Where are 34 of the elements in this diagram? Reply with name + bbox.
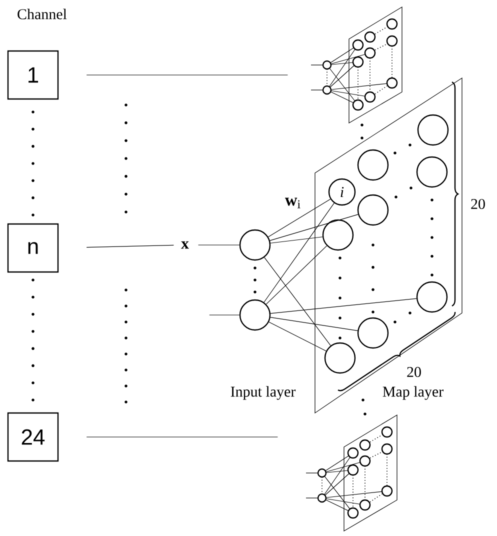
connection-line [270,214,358,241]
line [86,244,174,248]
dimension-label: 20 [471,198,485,210]
connection-line [264,257,331,346]
line [86,436,278,438]
connection-line [266,246,328,304]
neuron-circle [357,317,389,349]
neuron-circle [322,219,354,251]
dimension-label: 20 [407,366,421,378]
connection-line [268,322,326,352]
neuron-circle [357,194,389,226]
input-vector-label: x [181,241,189,249]
neuron-circle [416,281,448,313]
line [209,314,240,316]
layer-label: Map layer [382,386,444,400]
neuron-circle [417,114,449,146]
channel-box: 24 [7,412,59,462]
connection-line [264,202,334,303]
weight-label: w$_{i}$ [285,198,300,208]
neuron-circle [239,229,271,261]
connection-line [268,198,331,238]
neuron-circle [416,156,448,188]
neuron-circle [324,342,356,374]
channel-box: n [7,223,59,273]
neuron-circle [239,299,271,331]
line [198,244,240,246]
line [86,74,288,76]
connection-line [270,236,323,244]
heading: Channel [18,8,67,20]
connection-line [270,298,417,314]
layer-label: Input layer [230,386,296,400]
channel-box: 1 [7,50,59,100]
connection-line [270,317,358,331]
neuron-circle [357,149,389,181]
